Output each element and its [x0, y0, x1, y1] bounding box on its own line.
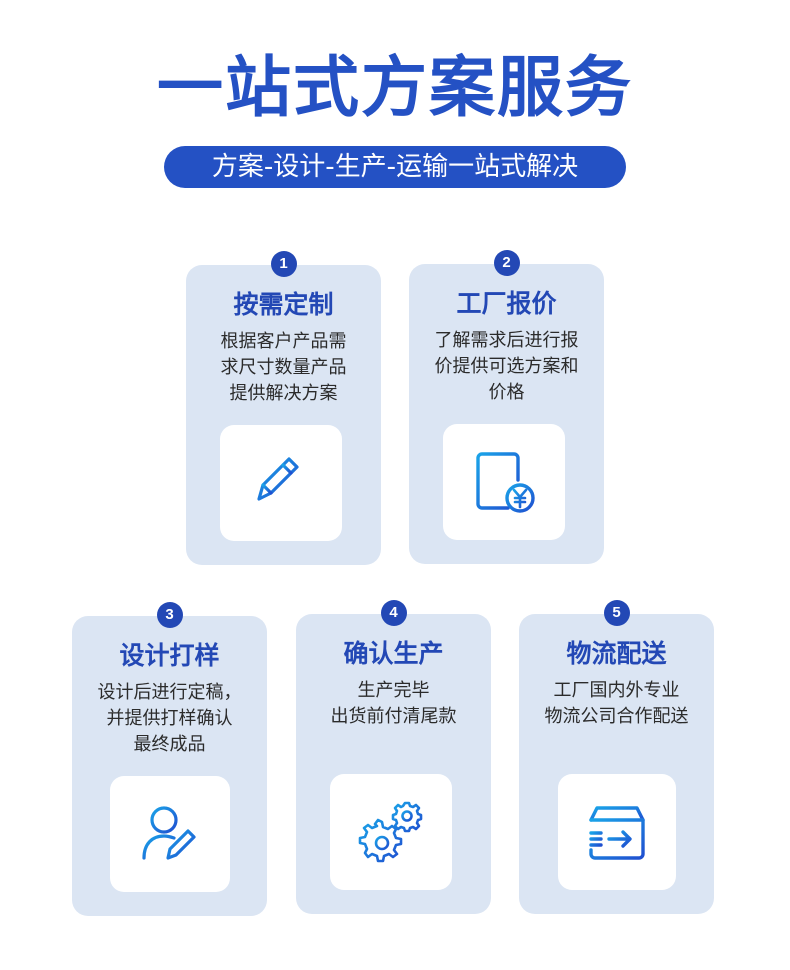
step-number-badge: 1 [270, 251, 297, 277]
desc-line: 了解需求后进行报 [434, 330, 579, 351]
icon-tile [220, 425, 342, 541]
invoice-yen-icon [476, 452, 535, 513]
step-description: 生产完毕 出货前付清尾款 [302, 678, 485, 730]
desc-line: 物流公司合作配送 [544, 706, 689, 727]
icon-tile [443, 424, 565, 540]
step-description: 了解需求后进行报 价提供可选方案和 价格 [415, 328, 598, 406]
step-title: 工厂报价 [456, 289, 557, 318]
step-card-2: 2 工厂报价 了解需求后进行报 价提供可选方案和 价格 [409, 250, 604, 564]
step-card-1: 1 按需定制 根据客户产品需 求尺寸数量产品 提供解决方案 [186, 251, 381, 565]
desc-line: 价提供可选方案和 [434, 356, 579, 377]
icon-tile [558, 774, 676, 890]
icon-tile [330, 774, 452, 890]
user-edit-icon [142, 806, 198, 861]
gears-icon [358, 801, 423, 863]
step-number-badge: 4 [380, 600, 407, 626]
step-description: 设计后进行定稿， 并提供打样确认 最终成品 [78, 680, 261, 758]
desc-line: 提供解决方案 [229, 383, 338, 404]
desc-line: 生产完毕 [357, 680, 430, 701]
step-number-badge: 3 [156, 602, 183, 628]
desc-line: 出货前付清尾款 [330, 706, 457, 727]
icon-tile [110, 776, 230, 892]
step-description: 根据客户产品需 求尺寸数量产品 提供解决方案 [192, 329, 375, 407]
desc-line: 根据客户产品需 [220, 331, 347, 352]
subtitle-banner: 方案-设计-生产-运输一站式解决 [164, 146, 626, 188]
desc-line: 并提供打样确认 [106, 708, 233, 729]
step-card-5: 5 物流配送 工厂国内外专业 物流公司合作配送 [519, 600, 714, 914]
desc-line: 价格 [488, 382, 525, 403]
step-title: 物流配送 [566, 639, 667, 668]
step-number-badge: 2 [493, 250, 520, 276]
step-description: 工厂国内外专业 物流公司合作配送 [525, 678, 708, 730]
step-card-3: 3 设计打样 设计后进行定稿， 并提供打样确认 最终成品 [72, 602, 267, 916]
step-title: 确认生产 [343, 639, 444, 668]
step-card-4: 4 确认生产 生产完毕 出货前付清尾款 [296, 600, 491, 914]
desc-line: 最终成品 [133, 734, 206, 755]
desc-line: 设计后进行定稿， [97, 682, 242, 703]
step-title: 按需定制 [233, 290, 334, 319]
desc-line: 求尺寸数量产品 [220, 357, 347, 378]
pencil-write-icon [255, 457, 309, 511]
desc-line: 工厂国内外专业 [553, 680, 680, 701]
step-number-badge: 5 [603, 600, 630, 626]
page-title: 一站式方案服务 [157, 49, 633, 126]
delivery-box-icon [589, 806, 645, 860]
step-title: 设计打样 [119, 641, 220, 670]
